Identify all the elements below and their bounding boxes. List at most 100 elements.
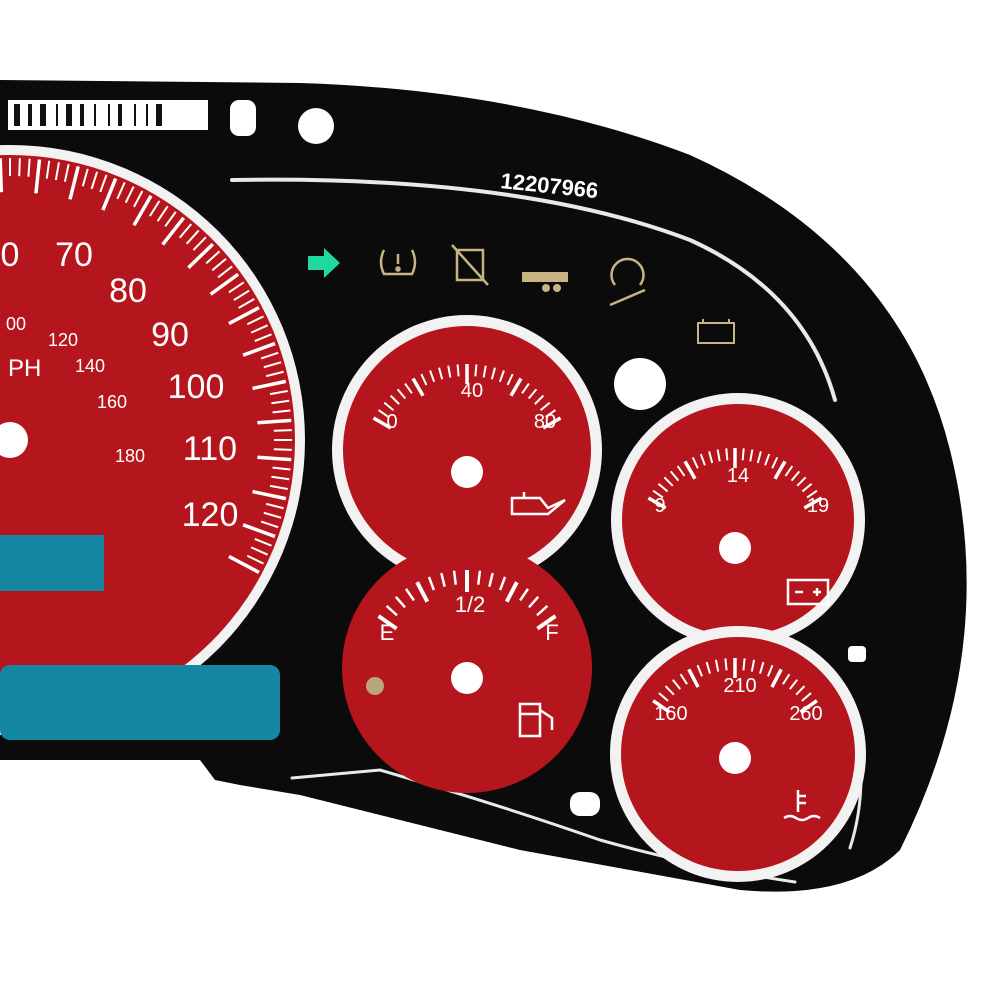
- tick-mark: [63, 163, 70, 182]
- needle-pivot: [0, 422, 28, 458]
- trip-display-window: [0, 665, 280, 740]
- tick-mark: [429, 370, 436, 383]
- coolant-temperature-icon: [783, 790, 821, 822]
- tick-mark: [192, 236, 207, 251]
- barcode-bar: [56, 104, 58, 126]
- tick-mark: [652, 489, 664, 499]
- tick-mark: [0, 158, 4, 193]
- tick-mark: [521, 382, 530, 394]
- tick-mark: [99, 174, 108, 193]
- tick-mark: [527, 388, 538, 400]
- tick-mark: [474, 364, 478, 377]
- tick-mark: [411, 377, 425, 397]
- fuel-pump-icon: [518, 702, 554, 738]
- kmh-label: 180: [115, 446, 145, 466]
- tick-mark: [773, 460, 787, 480]
- tick-mark: [246, 554, 264, 565]
- mph-label: 120: [182, 496, 239, 534]
- tick-mark: [211, 257, 227, 272]
- tick-mark: [764, 453, 771, 466]
- tick-mark: [187, 242, 215, 269]
- tick-mark: [767, 664, 774, 677]
- mph-label: 80: [109, 272, 147, 310]
- tick-mark: [377, 614, 398, 631]
- tick-mark: [257, 455, 292, 462]
- tick-mark: [254, 537, 272, 547]
- tick-mark: [263, 361, 282, 369]
- tire-pressure-icon: [379, 249, 417, 276]
- tick-mark: [498, 370, 505, 383]
- trim-line: [230, 177, 837, 402]
- tick-mark: [396, 388, 407, 400]
- tick-mark: [124, 186, 135, 204]
- tick-mark: [252, 379, 287, 391]
- temp-scale-label: 210: [723, 675, 756, 697]
- oil-pressure-gauge: 0 40 80: [332, 315, 602, 585]
- tick-mark: [228, 554, 260, 574]
- tick-mark: [133, 190, 144, 208]
- tick-mark: [741, 448, 745, 461]
- tick-mark: [263, 511, 282, 519]
- tick-mark: [45, 160, 51, 179]
- temp-scale-label: 160: [654, 703, 687, 725]
- tick-mark: [18, 158, 21, 177]
- oil-can-icon: [510, 492, 566, 516]
- tick-mark: [542, 416, 562, 430]
- temp-scale-label: 260: [789, 703, 822, 725]
- tick-mark: [440, 572, 446, 587]
- tick-mark: [647, 496, 667, 510]
- tick-mark: [714, 659, 720, 672]
- tick-mark: [178, 223, 193, 239]
- tick-mark: [156, 205, 169, 222]
- tick-mark: [420, 373, 428, 386]
- tick-mark: [415, 581, 430, 603]
- tick-mark: [269, 390, 288, 396]
- tick-mark: [676, 465, 686, 477]
- tick-mark: [687, 668, 700, 688]
- mph-label: 0: [1, 236, 20, 274]
- mph-label: 70: [55, 236, 93, 274]
- mounting-hole: [298, 108, 334, 144]
- oil-scale-label: 40: [461, 380, 483, 402]
- battery-warning-icon: [697, 319, 735, 344]
- volt-scale-label: 19: [807, 495, 829, 517]
- odometer-window: [0, 535, 104, 591]
- turn-signal-arrow-icon: [308, 248, 340, 278]
- tick-mark: [90, 171, 99, 190]
- pivot-dot: [366, 677, 384, 695]
- fuel-scale-label: F: [545, 620, 558, 645]
- tick-mark: [54, 162, 60, 181]
- tick-mark: [683, 460, 697, 480]
- door-ajar-icon: [451, 244, 489, 286]
- mph-label: 110: [183, 430, 237, 468]
- tick-mark: [389, 394, 400, 405]
- tick-mark: [185, 229, 200, 245]
- tick-mark: [438, 367, 444, 380]
- tick-mark: [271, 475, 290, 481]
- needle-pivot: [719, 532, 751, 564]
- tick-mark: [252, 489, 287, 501]
- barcode-bar: [118, 104, 122, 126]
- tick-mark: [796, 476, 807, 487]
- fuel-scale-label: 1/2: [455, 592, 486, 617]
- tick-mark: [708, 451, 714, 464]
- tick-mark: [652, 699, 671, 714]
- tick-mark: [506, 373, 514, 386]
- tick-mark: [233, 289, 250, 301]
- tick-mark: [490, 367, 496, 380]
- tick-mark: [679, 673, 688, 685]
- trailer-icon: [522, 272, 568, 292]
- tick-mark: [250, 546, 269, 556]
- tick-mark: [806, 489, 818, 499]
- voltmeter-gauge: 9 14 19: [611, 393, 865, 647]
- barcode-bar: [66, 104, 72, 126]
- needle-pivot: [451, 662, 483, 694]
- tick-mark: [228, 306, 260, 326]
- tick-mark: [447, 365, 452, 378]
- barcode-bar: [40, 104, 46, 126]
- tick-mark: [790, 470, 801, 482]
- tick-mark: [27, 158, 31, 177]
- fuel-scale-label: E: [380, 620, 395, 645]
- mounting-slot: [848, 646, 866, 662]
